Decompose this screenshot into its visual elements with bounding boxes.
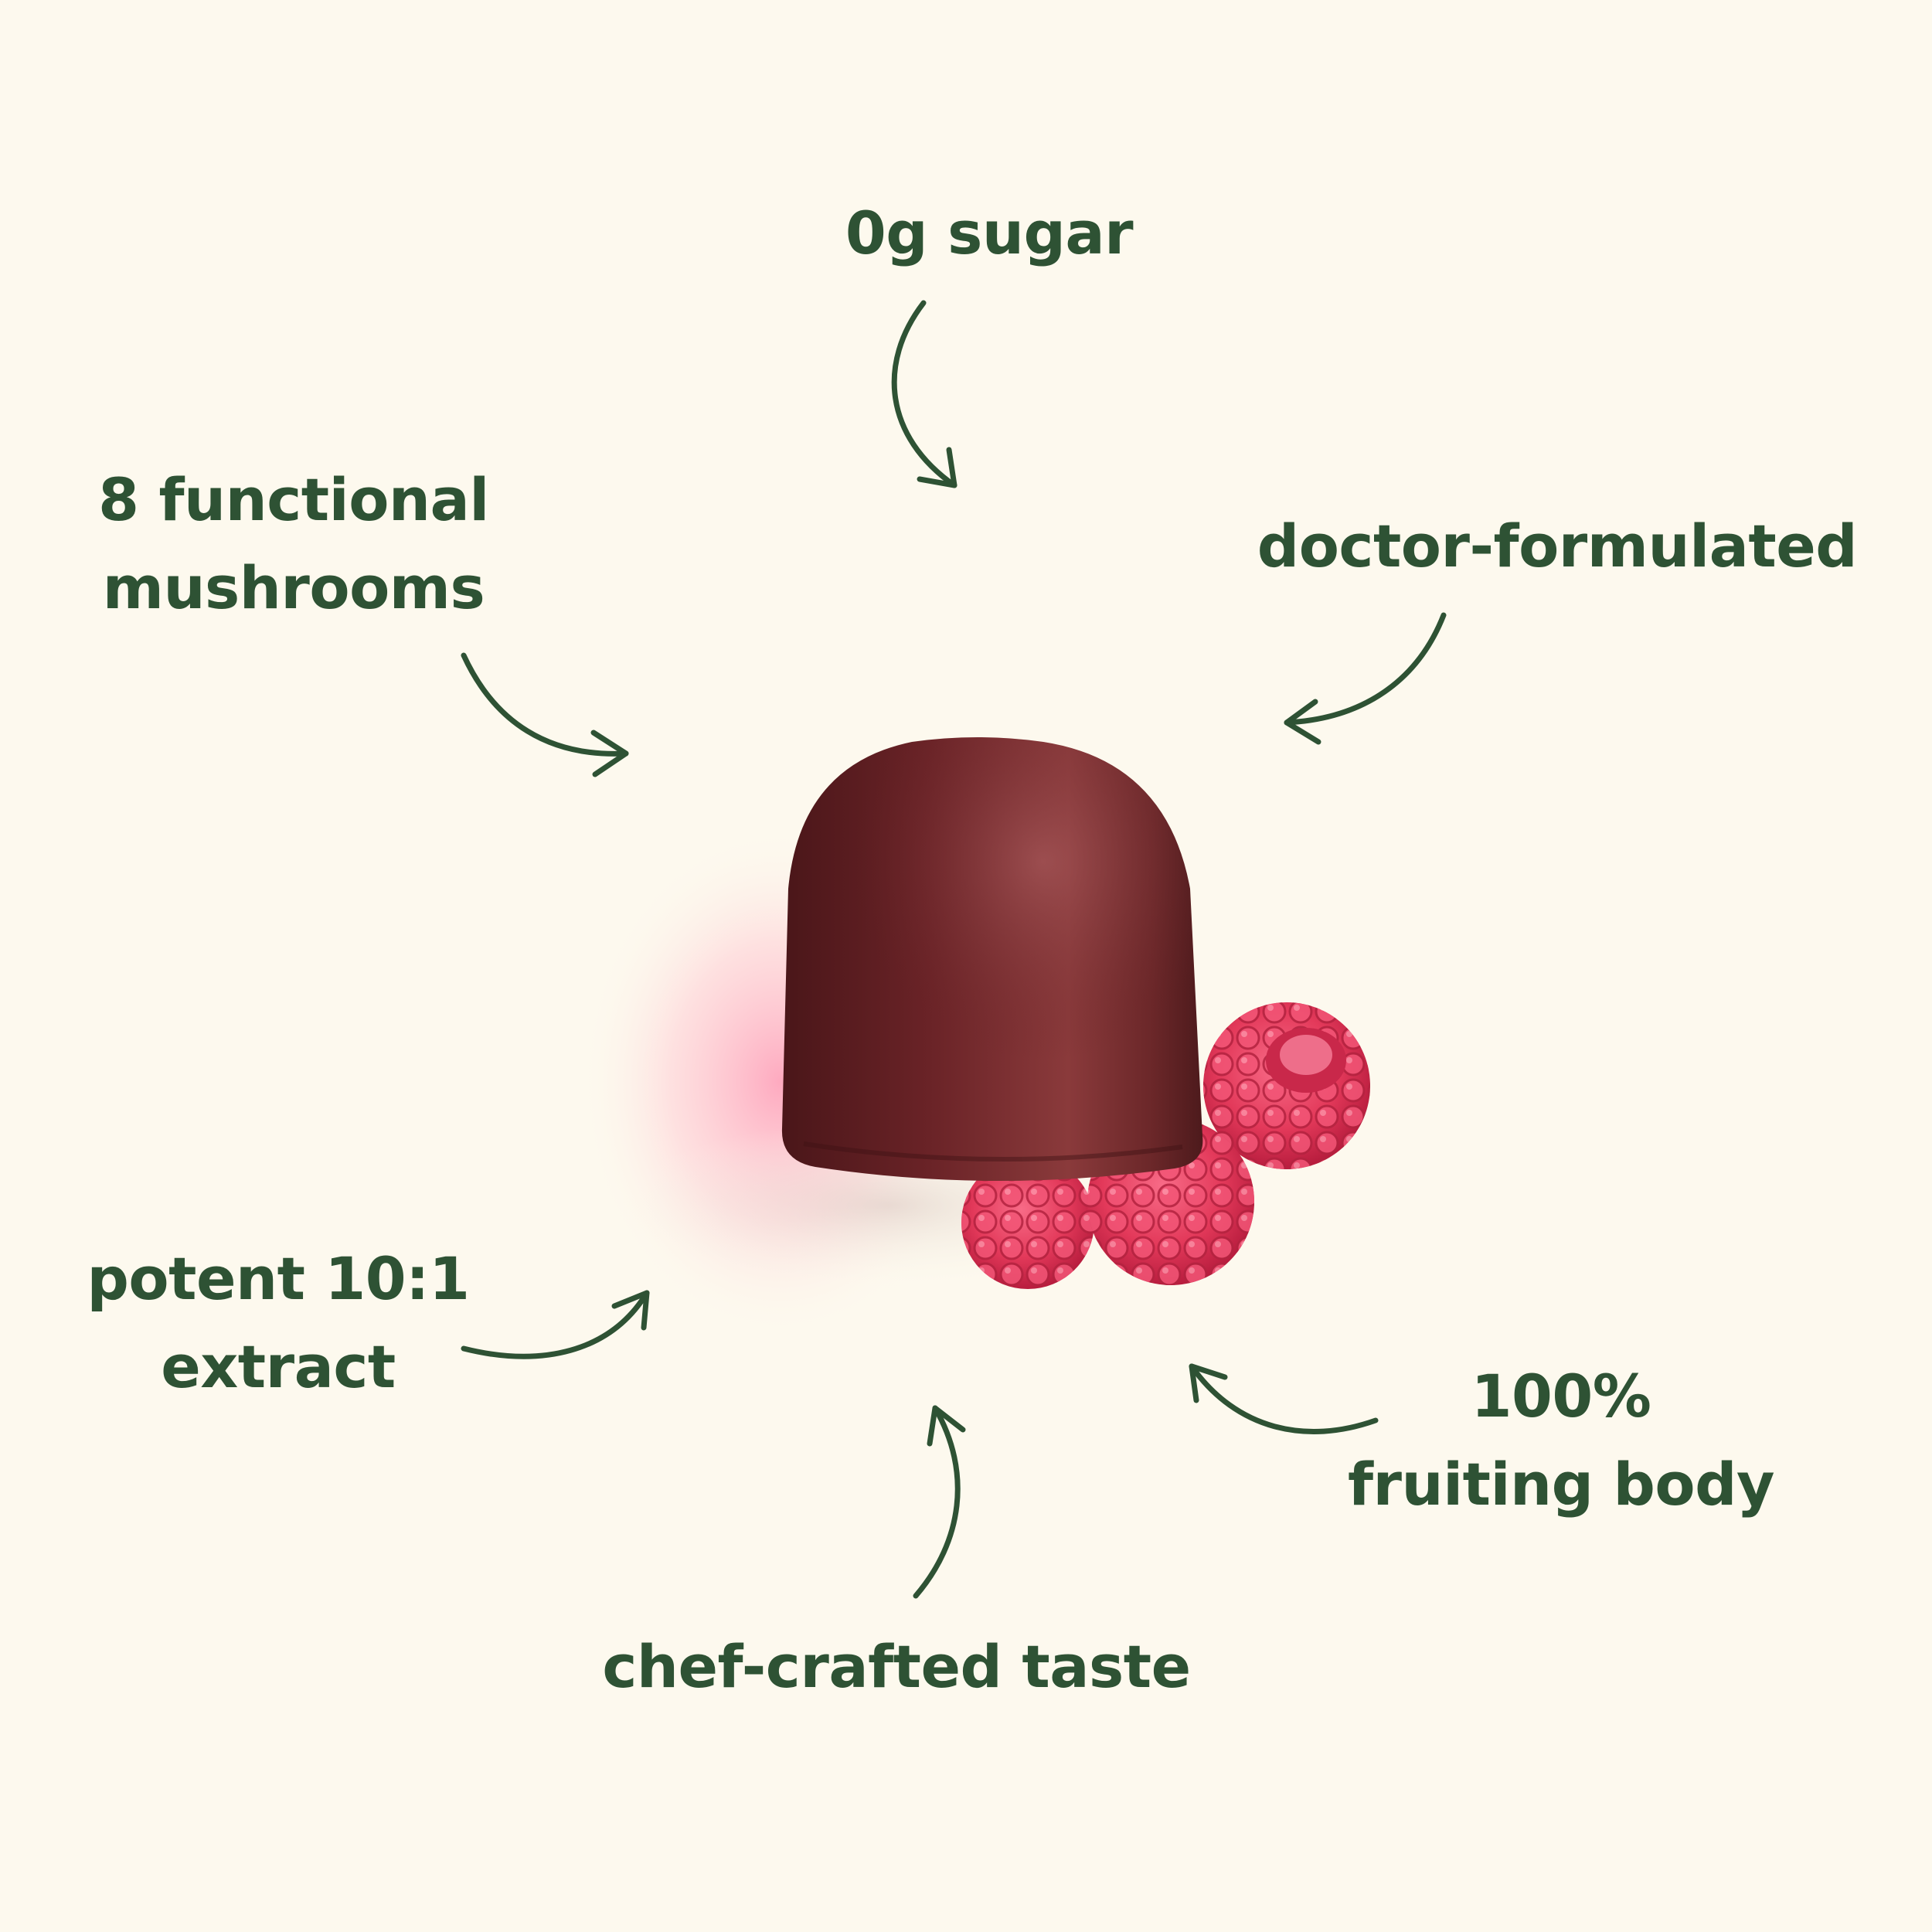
- label-fruiting: 100% fruiting body: [1306, 1352, 1816, 1529]
- label-mushrooms-line1: 8 functional: [98, 465, 489, 534]
- arrow-icon: [1189, 1363, 1379, 1434]
- label-mushrooms: 8 functional mushrooms: [62, 456, 526, 632]
- label-fruiting-line1: 100%: [1471, 1362, 1651, 1430]
- label-extract-line1: potent 10:1: [87, 1244, 470, 1313]
- raspberry-icon: [961, 1156, 1094, 1289]
- label-doctor-text: doctor-formulated: [1257, 512, 1858, 580]
- label-fruiting-line2: fruiting body: [1347, 1450, 1775, 1519]
- arrow-icon: [461, 1290, 650, 1359]
- label-mushrooms-line2: mushrooms: [102, 553, 485, 622]
- label-extract: potent 10:1 extract: [73, 1235, 483, 1411]
- arrow-icon: [913, 1405, 966, 1599]
- arrow-icon: [461, 652, 629, 777]
- label-taste: chef-crafted taste: [541, 1623, 1252, 1711]
- label-extract-line2: extract: [161, 1332, 396, 1401]
- label-sugar: 0g sugar: [819, 189, 1159, 277]
- label-taste-text: chef-crafted taste: [602, 1632, 1191, 1701]
- arrow-icon: [891, 300, 957, 488]
- arrow-icon: [1284, 612, 1447, 745]
- label-sugar-text: 0g sugar: [845, 199, 1134, 267]
- gummy-icon: [781, 737, 1203, 1182]
- label-doctor: doctor-formulated: [1206, 502, 1909, 590]
- raspberry-icon: [1203, 1002, 1370, 1169]
